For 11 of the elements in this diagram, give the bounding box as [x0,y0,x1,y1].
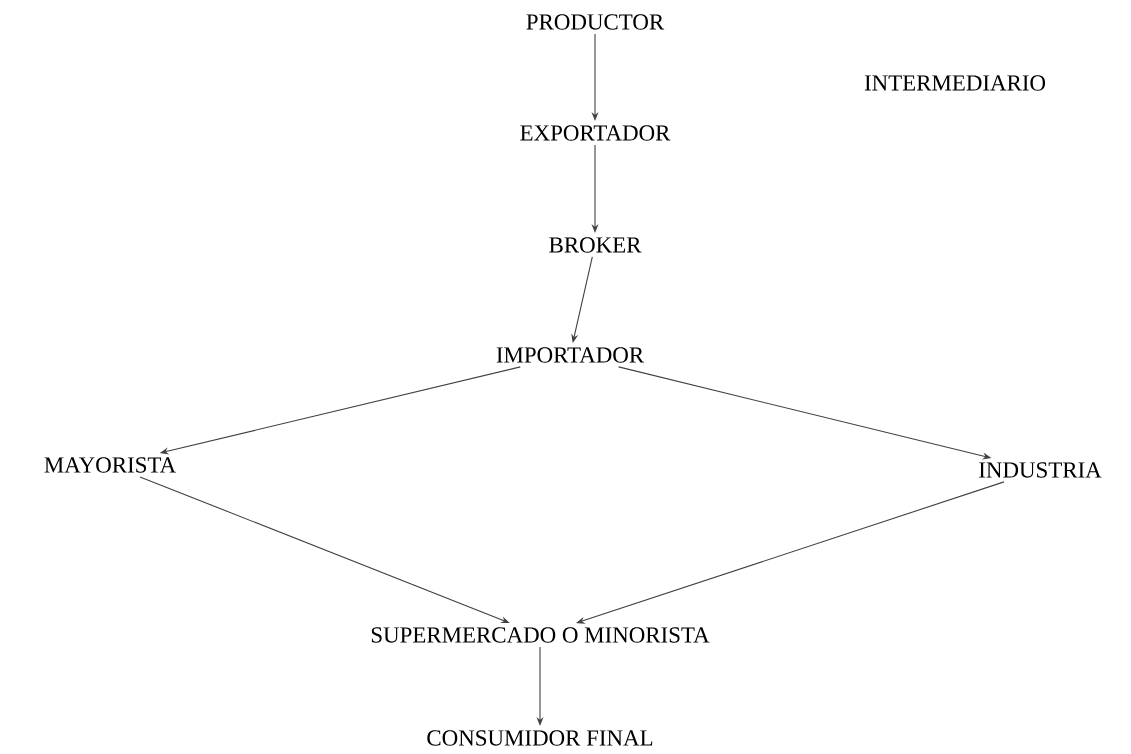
flow-label: SUPERMERCADO O MINORISTA [371,627,710,643]
flow-label: INDUSTRIA [979,462,1102,478]
heading-label: INTERMEDIARIO [864,75,1046,91]
flow-label: CONSUMIDOR FINAL [427,730,653,746]
flow-label: MAYORISTA [44,457,176,473]
flow-label: IMPORTADOR [496,347,645,363]
flow-label: PRODUCTOR [526,14,665,30]
arrow [576,481,1005,624]
flow-label: EXPORTADOR [520,125,671,141]
flow-label: BROKER [549,237,642,253]
arrow [139,476,510,624]
